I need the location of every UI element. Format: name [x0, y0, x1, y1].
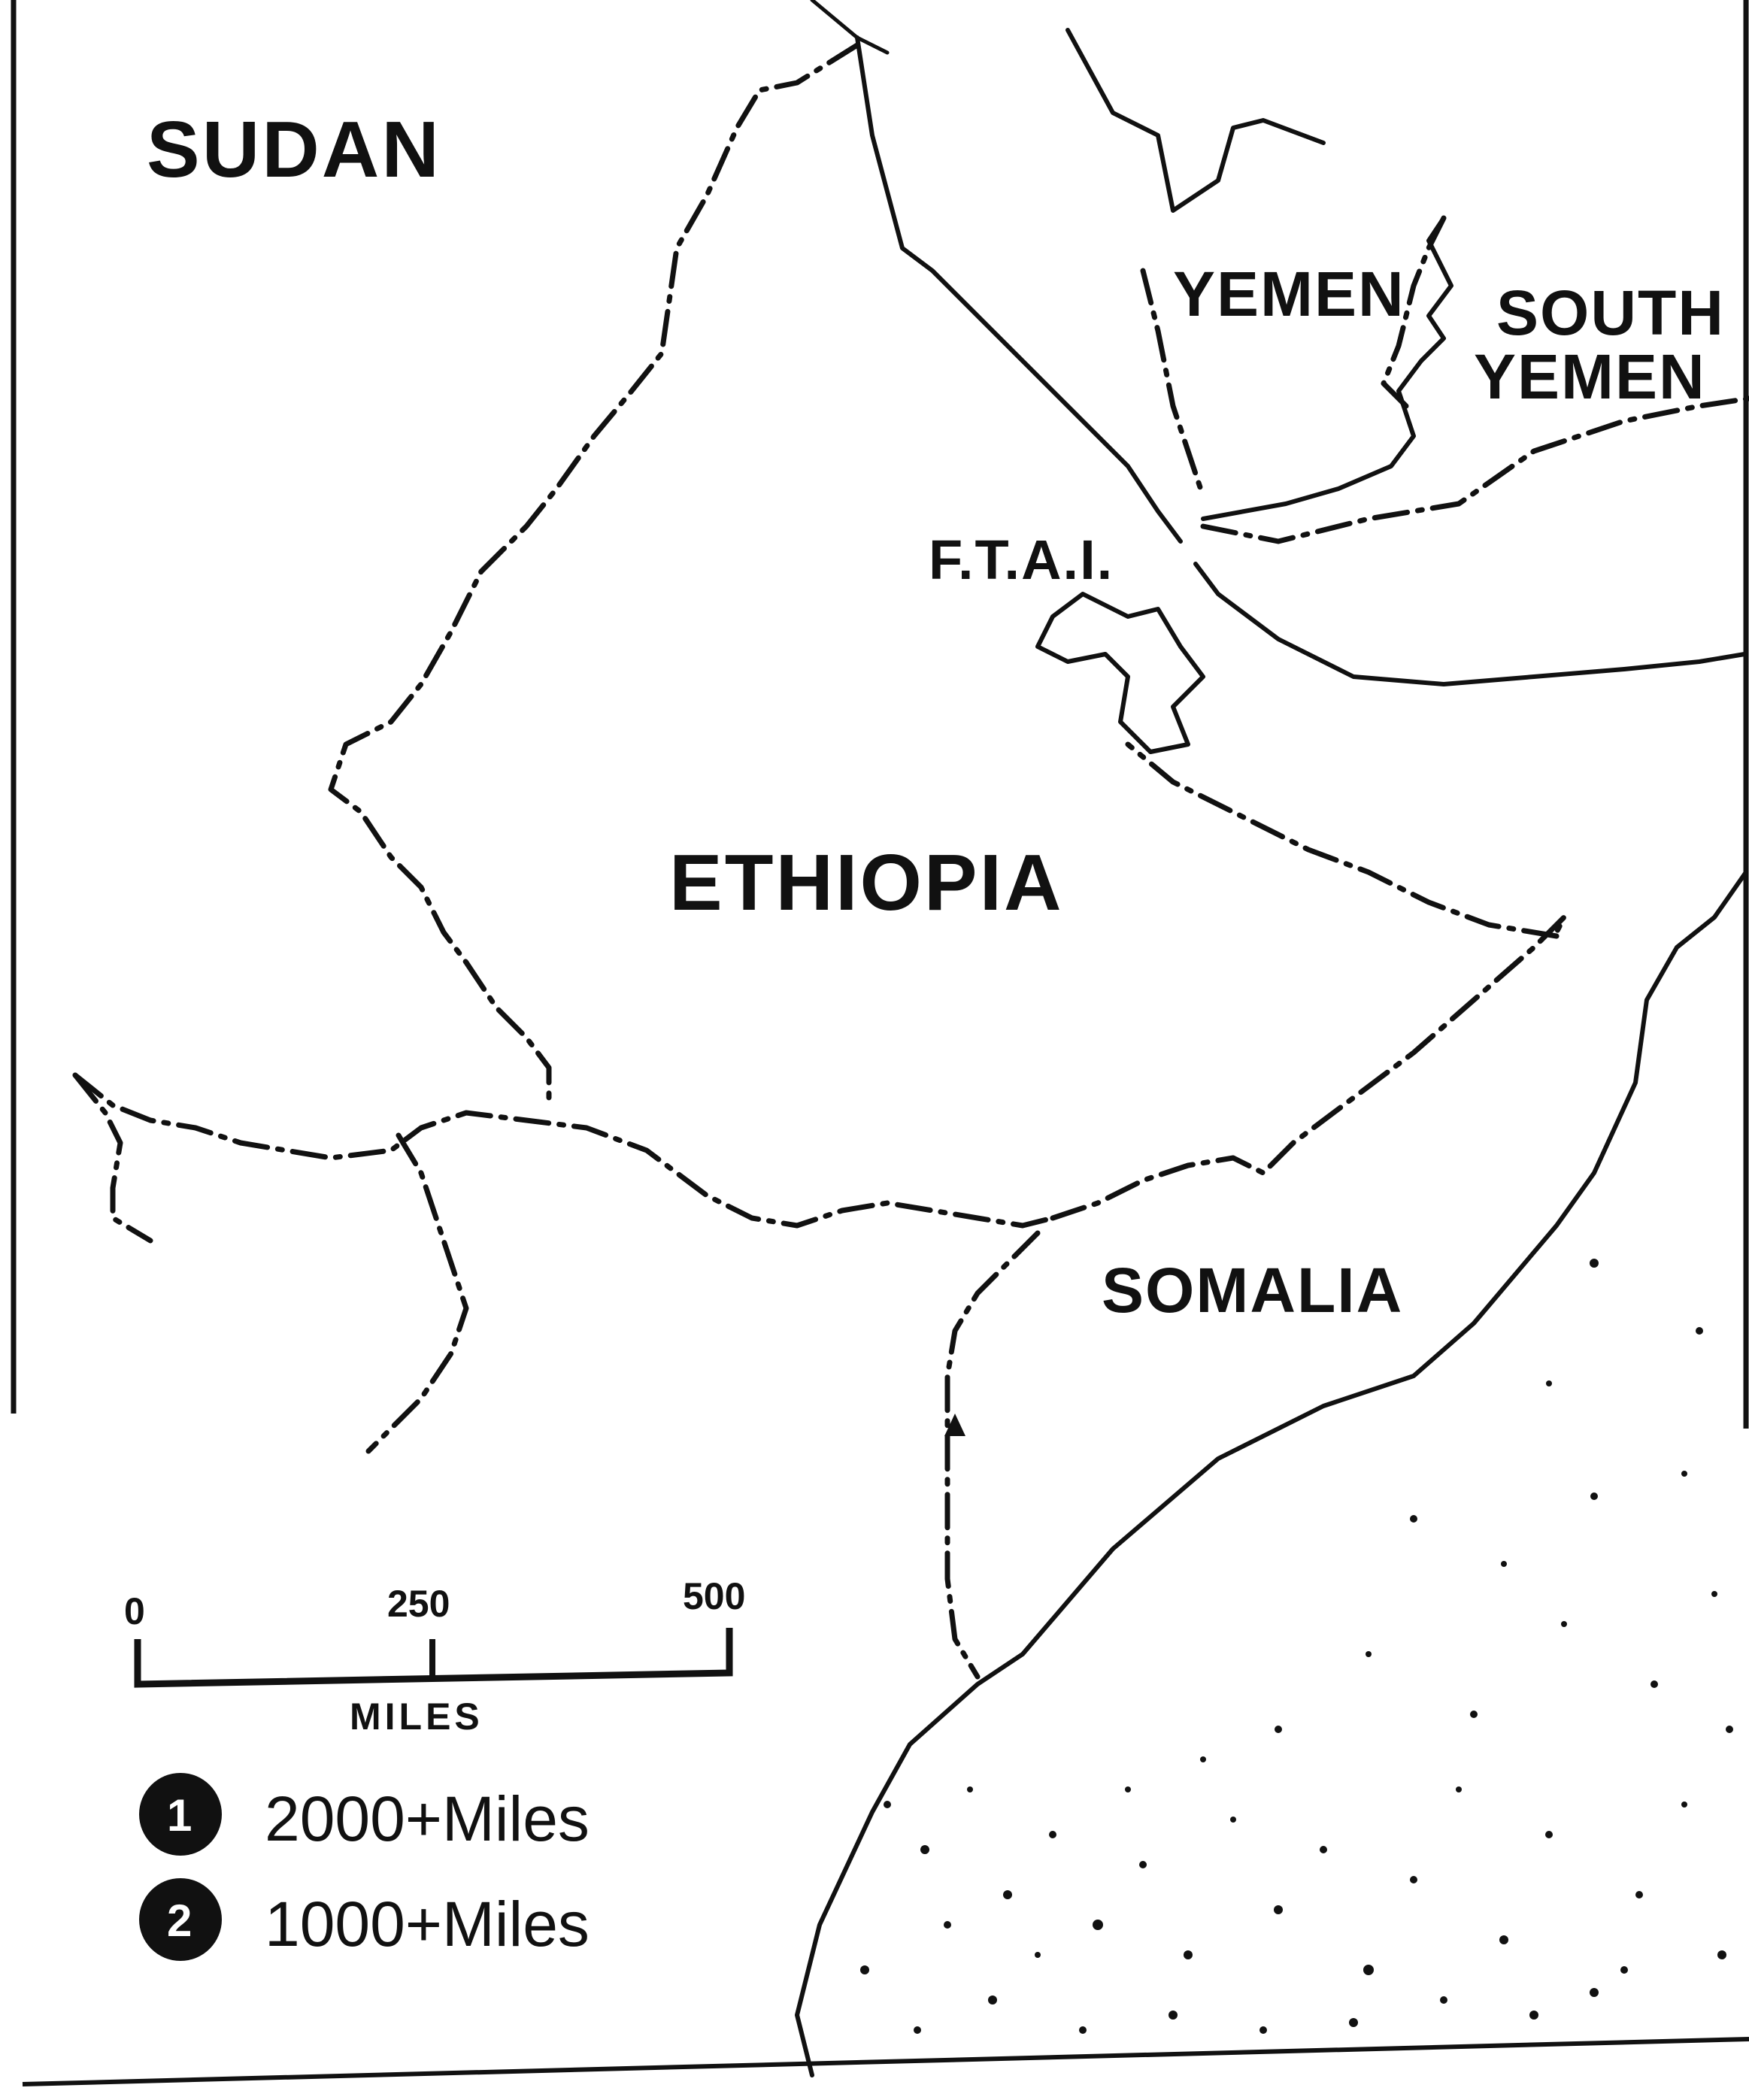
- border-arrow: [944, 1414, 965, 1436]
- red-sea-coast-east: [1065, 28, 1326, 213]
- somalia-coastline: [795, 870, 1748, 2077]
- gulf-coastline: [1201, 216, 1453, 521]
- red-sea-coast-west: [855, 35, 1183, 544]
- legend-marker-2-icon: [139, 1878, 222, 1961]
- legend: 1 2000+Miles 2 1000+Miles: [139, 1773, 590, 1961]
- kenya-somalia-border: [944, 1230, 1041, 1680]
- label-ftai: F.T.A.I.: [929, 529, 1114, 591]
- ogaden-east-line: [1125, 741, 1560, 939]
- ftai-outline: [1035, 592, 1205, 754]
- label-south-yemen-line1: SOUTH: [1496, 277, 1725, 348]
- legend-marker-1-icon: [139, 1773, 222, 1856]
- legend-label-1: 2000+Miles: [265, 1783, 590, 1854]
- legend-marker-2-number: 2: [167, 1895, 192, 1946]
- sudan-ethiopia-border: [328, 42, 860, 1108]
- legend-item-2: 2 1000+Miles: [139, 1878, 590, 1961]
- yemen-north-border: [1140, 268, 1206, 499]
- legend-item-1: 1 2000+Miles: [139, 1773, 590, 1856]
- scale-tick-0: 0: [124, 1590, 145, 1632]
- label-south-yemen-line2: YEMEN: [1474, 341, 1706, 412]
- label-sudan: SUDAN: [147, 105, 441, 194]
- ocean-stipple: [860, 1259, 1733, 2034]
- legend-label-2: 1000+Miles: [265, 1889, 590, 1959]
- yemen-border: [1381, 215, 1447, 409]
- legend-marker-1-number: 1: [167, 1790, 192, 1841]
- south-yemen-border: [1200, 395, 1749, 544]
- label-yemen: YEMEN: [1173, 259, 1405, 329]
- label-ethiopia: ETHIOPIA: [669, 838, 1064, 927]
- gulf-south-coast: [1193, 562, 1747, 686]
- scale-tick-250: 250: [387, 1583, 450, 1625]
- scale-tick-500: 500: [683, 1575, 745, 1617]
- scale-unit-label: MILES: [350, 1695, 483, 1738]
- north-river: [810, 0, 890, 55]
- kenya-ethiopia-border: [72, 1072, 1056, 1229]
- uganda-kenya-border: [365, 1132, 469, 1454]
- ethiopia-somalia-border: [1050, 914, 1567, 1221]
- scale-bar-line: [134, 1628, 733, 1688]
- frame-bottom: [22, 2037, 1749, 2086]
- sudan-uganda-border: [72, 1072, 153, 1244]
- label-somalia: SOMALIA: [1102, 1255, 1403, 1326]
- scale-bar: 0 250 500 MILES: [124, 1575, 745, 1738]
